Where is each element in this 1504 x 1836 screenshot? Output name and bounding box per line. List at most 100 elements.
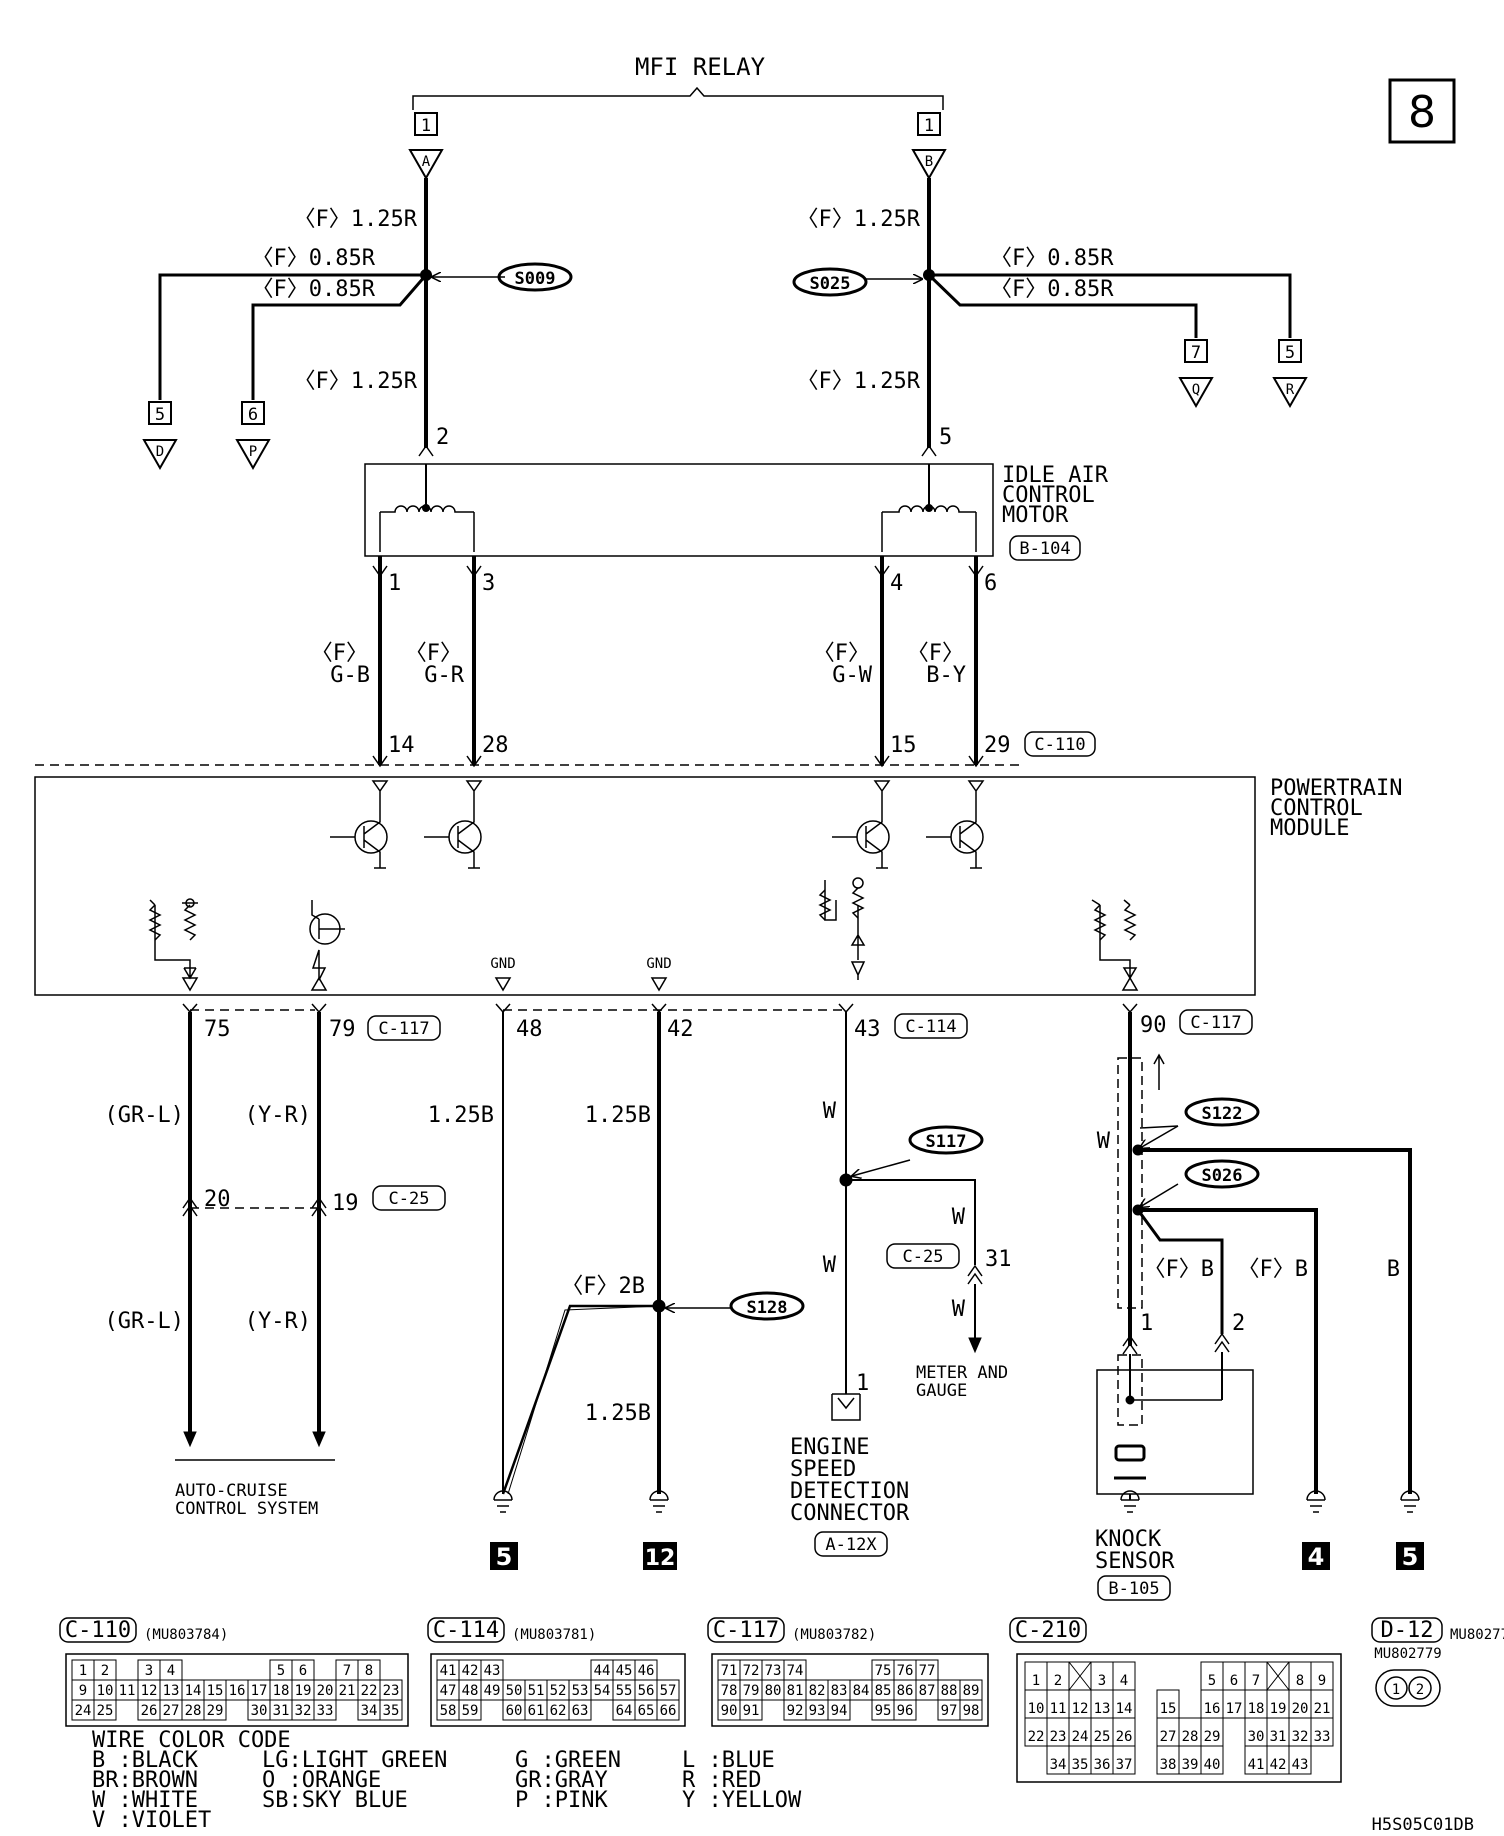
- c210-pin: 35: [1072, 1757, 1089, 1773]
- c110-label-box: [1024, 731, 1096, 757]
- c110-pin: 25: [97, 1703, 114, 1719]
- c114-pin: 49: [484, 1683, 501, 1699]
- c114-title: C-114: [433, 1618, 499, 1643]
- esd-connector: A-12X: [825, 1535, 877, 1555]
- iac-pin-6: 6: [984, 571, 997, 596]
- pcm-pin-14: 14: [388, 733, 415, 758]
- c117-pin: 97: [941, 1703, 958, 1719]
- c117-cell: [893, 1699, 917, 1721]
- esd-line3: DETECTION: [790, 1479, 909, 1504]
- c114-pin: 56: [638, 1683, 655, 1699]
- c210-pin: 26: [1116, 1729, 1133, 1745]
- c110-cell: [93, 1699, 117, 1721]
- c210-pin: 33: [1314, 1729, 1331, 1745]
- d12-pin: 2: [1416, 1682, 1424, 1698]
- c210-title: C-210: [1015, 1618, 1081, 1643]
- c110-pin: 21: [339, 1683, 356, 1699]
- c117-pin: 76: [897, 1663, 914, 1679]
- c25-label-box: [372, 1185, 446, 1211]
- wire-left-label-4: 〈F〉1.25R: [294, 369, 418, 394]
- c114-pin: 46: [638, 1663, 655, 1679]
- iac-wire2-b: G-R: [424, 663, 464, 688]
- c210-pin: 20: [1292, 1701, 1309, 1717]
- c210-pin: 1: [1032, 1673, 1040, 1689]
- iac-wire4-a: 〈F〉: [907, 641, 964, 666]
- c110-pin: 24: [75, 1703, 92, 1719]
- c114-cell: [656, 1699, 680, 1721]
- pcm-input-circuits: [148, 877, 1139, 992]
- c114-pin: 58: [440, 1703, 457, 1719]
- wire-grl-1: (GR-L): [105, 1103, 184, 1128]
- splice-s025-label: S025: [810, 274, 851, 294]
- pin-20: 20: [204, 1187, 231, 1212]
- iac-output-wires: [372, 556, 984, 768]
- c117-label-box: [367, 1015, 441, 1041]
- c114-pin: 55: [616, 1683, 633, 1699]
- relay-pin-b: B: [925, 154, 933, 170]
- c117-pin: 78: [721, 1683, 738, 1699]
- connector-p-letter: P: [249, 444, 257, 460]
- c210-blocked-cell: [1266, 1661, 1290, 1691]
- ground-5a-box: [490, 1542, 518, 1570]
- pin-19: 19: [332, 1191, 359, 1216]
- cruise-line2: CONTROL SYSTEM: [175, 1499, 318, 1519]
- c210-pin: 43: [1292, 1757, 1309, 1773]
- c210-pin: 42: [1270, 1757, 1287, 1773]
- ground-4-box: [1302, 1542, 1330, 1570]
- legend-entry-b: B :BLACK: [92, 1748, 199, 1773]
- pcm-pin-29: 29: [984, 733, 1011, 758]
- c117-cell: [959, 1699, 983, 1721]
- engine-speed-wires: [831, 1012, 983, 1421]
- c210-pin: 17: [1226, 1701, 1243, 1717]
- c117-pin: 81: [787, 1683, 804, 1699]
- splice-s009-badge: [497, 262, 573, 292]
- c110-pin: 20: [317, 1683, 334, 1699]
- connector-p-symbol: [235, 439, 271, 471]
- c110-pin: 29: [207, 1703, 224, 1719]
- c210-pin: 37: [1116, 1757, 1133, 1773]
- c210-pin: 38: [1160, 1757, 1177, 1773]
- splice-s128-label: S128: [747, 1298, 788, 1318]
- meter-line1: METER AND: [916, 1363, 1008, 1383]
- connector-d-letter: D: [156, 444, 164, 460]
- page-number-box: [1388, 78, 1456, 144]
- c110-pin: 17: [251, 1683, 268, 1699]
- c110-label: C-110: [1034, 735, 1085, 755]
- c114-pin: 51: [528, 1683, 545, 1699]
- c117-pin: 96: [897, 1703, 914, 1719]
- pin-42: 42: [667, 1017, 694, 1042]
- c117-pin: 94: [831, 1703, 848, 1719]
- c117-pin: 77: [919, 1663, 936, 1679]
- pin-90: 90: [1140, 1013, 1167, 1038]
- d12-title-box: [1371, 1617, 1443, 1643]
- c114-pin: 66: [660, 1703, 677, 1719]
- pcm-transistors: [330, 780, 985, 869]
- c210-cell: [1112, 1745, 1136, 1775]
- legend-entry-w: W :WHITE: [92, 1788, 198, 1813]
- splice-s122-badge: [1184, 1097, 1260, 1127]
- c210-pin: 21: [1314, 1701, 1331, 1717]
- iac-wire4-b: B-Y: [926, 663, 966, 688]
- c210-pin: 25: [1094, 1729, 1111, 1745]
- legend-entry-v: V :VIOLET: [92, 1808, 211, 1833]
- c117-title-box: [707, 1617, 785, 1643]
- c117-label: C-117: [378, 1019, 429, 1039]
- c110-pin: 13: [163, 1683, 180, 1699]
- wire-yr-2: (Y-R): [245, 1309, 311, 1334]
- c114-pin: 61: [528, 1703, 545, 1719]
- wire-branch-label: W: [952, 1205, 966, 1230]
- c110-pin: 22: [361, 1683, 378, 1699]
- ground-5b-box: [1396, 1542, 1424, 1570]
- c210-blocked-cell: [1068, 1661, 1092, 1691]
- splice-s026-badge: [1184, 1159, 1260, 1189]
- c210-outer: [1016, 1653, 1342, 1783]
- c210-pin: 3: [1098, 1673, 1106, 1689]
- connector-q-symbol: [1178, 377, 1214, 409]
- wire-branch-to-d: [158, 273, 426, 400]
- esd-line4: CONNECTOR: [790, 1501, 910, 1526]
- c117-pin: 73: [765, 1663, 782, 1679]
- splice-s025-badge: [792, 267, 868, 297]
- splice-s117-badge: [908, 1125, 984, 1155]
